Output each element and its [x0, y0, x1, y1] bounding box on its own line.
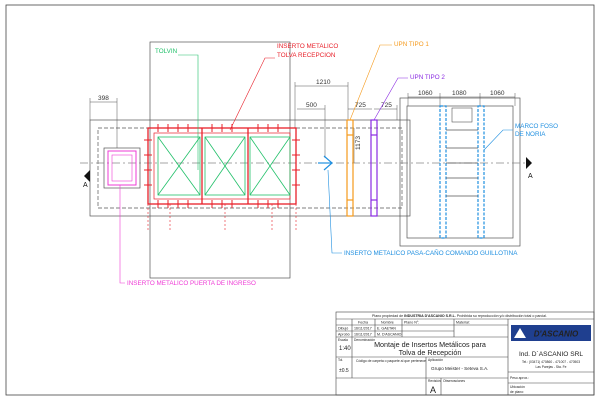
callout-puerta: INSERTO METALICO PUERTA DE INGRESO	[127, 280, 256, 287]
upn-tipo-2	[370, 119, 378, 217]
foundation-outline	[89, 119, 411, 217]
dim-1173: 1173	[355, 136, 362, 150]
dim-725-b: 725	[381, 102, 392, 109]
dim-725-a: 725	[355, 102, 366, 109]
puerta-insert	[107, 150, 137, 186]
section-mark-right: A	[528, 173, 533, 180]
aprobo-nombre: M. D'ASCANIO	[377, 333, 402, 337]
title-block: Plano propiedad de INDUSTRIA D'ASCANIO S…	[335, 311, 595, 396]
company-name: Ind. D´ASCANIO SRL	[519, 351, 583, 358]
pit-outline	[399, 97, 521, 247]
property-note-prefix: Plano propiedad de	[372, 314, 404, 318]
dim-1080: 1080	[452, 90, 467, 97]
company-contact-2: Las Parejas - Sta. Fe	[536, 365, 567, 369]
dim-500: 500	[306, 102, 317, 109]
header-revision: Revisión	[428, 379, 441, 383]
dim-398: 398	[98, 95, 109, 102]
callout-marco-line1: MARCO FOSO	[515, 123, 558, 130]
escala-value: 1:40	[339, 346, 351, 352]
dim-1060-a: 1060	[418, 90, 433, 97]
row-aprobo: Aprobó	[338, 333, 350, 337]
tol-value: ±0.5	[339, 368, 349, 374]
callout-inserto-tolva-line2: TOLVA RECEPCION	[277, 52, 336, 59]
header-nombre: Nombre	[381, 321, 394, 325]
logo-text: D'ASCANIO	[534, 330, 579, 339]
aprobo-fecha: 16/11/2017	[354, 333, 372, 337]
header-codigo: Código de carpeta o paquete al que perte…	[356, 359, 426, 363]
sheet-border	[5, 4, 595, 396]
tolvin-frames	[157, 136, 291, 196]
company-logo: D'ASCANIO	[511, 325, 591, 341]
left-block	[103, 147, 141, 189]
company-contact-1: Tel.: (03471) 470860 - 471007 - 470503	[522, 360, 580, 364]
header-plano: Plano N°:	[404, 321, 419, 325]
property-note-suffix: Prohibida su reproducción y/o distribuci…	[456, 314, 547, 318]
dim-1060-b: 1060	[490, 90, 505, 97]
header-observaciones: Observaciones	[443, 379, 465, 383]
header-material: Material:	[456, 321, 470, 325]
hopper-outline	[149, 41, 291, 279]
dibujo-nombre: E. GAETAN	[377, 327, 396, 331]
tolva-insert-ticks	[144, 124, 300, 208]
section-marks: A A	[83, 157, 533, 189]
callout-upn-tipo-1: UPN TIPO 1	[394, 41, 429, 48]
callouts: TOLVIN INSERTO METALICO TOLVA RECEPCION …	[127, 41, 558, 287]
header-peso: Peso aprox.:	[510, 376, 529, 380]
pasacano-symbol	[318, 155, 333, 171]
marco-foso-noria	[439, 105, 485, 239]
dimension-labels: 398 1210 500 725 725 1173 1060 1080 1060	[98, 79, 505, 150]
callout-inserto-tolva-line1: INSERTO METALICO	[277, 43, 338, 50]
header-tol: Tol.	[338, 358, 343, 362]
dimension-lines	[89, 82, 516, 163]
dibujo-fecha: 16/11/2017	[354, 327, 372, 331]
header-ubicacion-2: de plano:	[510, 390, 524, 394]
section-mark-left: A	[83, 182, 88, 189]
property-note: Plano propiedad de INDUSTRIA D'ASCANIO S…	[372, 314, 547, 318]
leader-lines	[119, 44, 513, 284]
callout-marco-line2: DE NORIA	[515, 131, 546, 138]
tolva-insert	[147, 127, 297, 232]
aplicacion-value: Grupo Meister - Seteva S.A.	[431, 366, 488, 371]
header-escala: Escala	[338, 338, 348, 342]
pit-inner	[406, 105, 514, 239]
dim-1210: 1210	[316, 79, 331, 86]
callout-upn-tipo-2: UPN TIPO 2	[410, 74, 445, 81]
property-owner: INDUSTRIA D'ASCANIO S.R.L.	[404, 314, 456, 318]
callout-tolvin: TOLVIN	[155, 48, 178, 55]
header-ubicacion-1: Ubicación	[510, 385, 525, 389]
upn-tipo-1	[346, 119, 354, 217]
drawing-title-line1: Montaje de Insertos Metálicos para	[374, 340, 486, 349]
revision-value: A	[430, 385, 436, 395]
row-dibujo: Dibujó	[338, 327, 348, 331]
drawing-title-line2: Tolva de Recepción	[399, 348, 462, 357]
header-denominacion: Denominación	[354, 338, 375, 342]
header-fecha: Fecha	[358, 321, 368, 325]
callout-pasacano: INSERTO METALICO PASA-CAÑO COMANDO GUILL…	[344, 248, 518, 257]
header-aplicacion: Aplicación	[428, 358, 443, 362]
